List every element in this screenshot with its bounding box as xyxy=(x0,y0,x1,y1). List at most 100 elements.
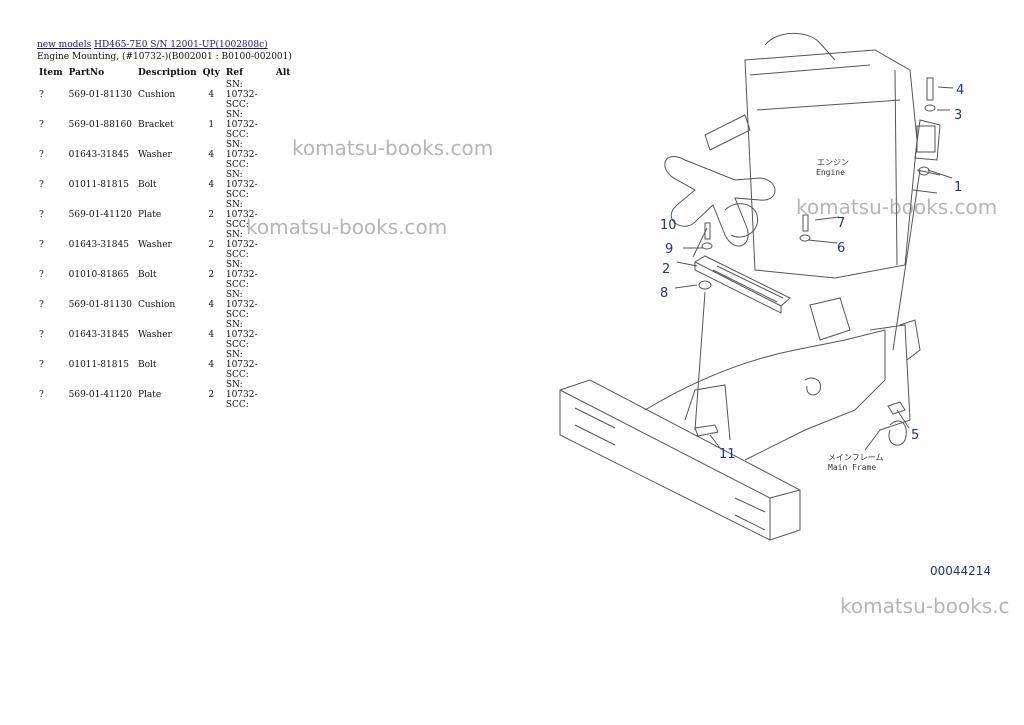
cell-ref: SN: 10732-SCC: xyxy=(225,320,258,350)
cell-description: Washer xyxy=(137,330,172,340)
table-row: ? 569-01-41120 Plate 2 SN: 10732-SCC: xyxy=(36,200,293,230)
cell-partno: 569-01-41120 xyxy=(68,210,132,220)
cell-partno: 569-01-88160 xyxy=(68,120,132,130)
parts-diagram: 4 3 1 7 6 10 9 2 8 11 5 エンジン Engine メインフ… xyxy=(559,32,990,578)
callout-2: 2 xyxy=(662,262,670,277)
cell-ref: SN: 10732-SCC: xyxy=(225,260,258,290)
table-row: ? 01643-31845 Washer 2 SN: 10732-SCC: xyxy=(36,230,293,260)
cell-item: ? xyxy=(39,90,44,100)
callout-10: 10 xyxy=(660,218,677,233)
col-header-qty: Qty xyxy=(202,68,220,78)
col-header-partno: PartNo xyxy=(68,68,105,78)
cell-qty: 2 xyxy=(208,210,215,220)
cell-alt xyxy=(273,380,294,410)
cell-alt xyxy=(273,200,294,230)
cell-alt xyxy=(273,170,294,200)
main-frame-drawing xyxy=(559,297,921,541)
cell-item: ? xyxy=(39,240,44,250)
callout-5: 5 xyxy=(911,428,919,443)
callout-1: 1 xyxy=(954,180,962,195)
callout-6: 6 xyxy=(837,241,845,256)
cell-qty: 4 xyxy=(208,300,215,310)
cell-item: ? xyxy=(39,300,44,310)
watermark: komatsu-books.com xyxy=(292,136,494,160)
table-header-row: Item PartNo Description Qty Ref Alt xyxy=(36,66,293,80)
cell-alt xyxy=(273,80,294,110)
cell-qty: 2 xyxy=(208,390,215,400)
cell-item: ? xyxy=(39,360,44,370)
breadcrumb-link-new-models[interactable]: new models xyxy=(37,40,92,50)
callout-11: 11 xyxy=(719,447,736,462)
cell-qty: 1 xyxy=(208,120,215,130)
cell-qty: 4 xyxy=(208,150,215,160)
cell-description: Bolt xyxy=(137,270,157,280)
col-header-item: Item xyxy=(39,68,63,78)
cell-description: Cushion xyxy=(137,90,176,100)
cell-description: Plate xyxy=(137,210,162,220)
callout-3: 3 xyxy=(954,108,962,123)
cell-item: ? xyxy=(39,120,44,130)
col-header-ref: Ref xyxy=(225,68,243,78)
cell-partno: 01643-31845 xyxy=(68,330,129,340)
hardware-drawing xyxy=(694,77,936,437)
figure-number: 00044214 xyxy=(930,564,990,578)
cell-ref: SN: 10732-SCC: xyxy=(225,200,258,230)
cell-alt xyxy=(273,140,294,170)
cell-description: Bolt xyxy=(137,360,157,370)
breadcrumb: new models HD465-7E0 S/N 12001-UP(100280… xyxy=(37,40,268,50)
breadcrumb-link-model[interactable]: HD465-7E0 S/N 12001-UP(1002808c) xyxy=(94,40,268,50)
page-title: Engine Mounting, (#10732-)(B002001 : B01… xyxy=(37,52,292,62)
cell-alt xyxy=(273,350,294,380)
watermark: komatsu-books.c xyxy=(840,594,1010,618)
col-header-alt: Alt xyxy=(275,68,291,78)
frame-label-jp: メインフレーム xyxy=(828,453,884,462)
cell-description: Bracket xyxy=(137,120,174,130)
engine-label-jp: エンジン xyxy=(817,158,849,167)
callout-8: 8 xyxy=(660,286,668,301)
cell-description: Washer xyxy=(137,150,172,160)
parts-table: Item PartNo Description Qty Ref Alt ? 569… xyxy=(36,66,293,410)
callout-4: 4 xyxy=(956,83,964,98)
callout-9: 9 xyxy=(665,242,673,257)
cell-partno: 01643-31845 xyxy=(68,240,129,250)
cell-qty: 4 xyxy=(208,90,215,100)
cell-partno: 01011-81815 xyxy=(68,360,129,370)
table-row: ? 569-01-81130 Cushion 4 SN: 10732-SCC: xyxy=(36,80,293,110)
engine-label-en: Engine xyxy=(816,168,845,177)
cell-ref: SN: 10732-SCC: xyxy=(225,230,258,260)
cell-qty: 2 xyxy=(208,270,215,280)
cell-qty: 4 xyxy=(208,180,215,190)
engine-drawing xyxy=(664,32,941,279)
frame-label-en: Main Frame xyxy=(828,463,876,472)
cell-item: ? xyxy=(39,180,44,190)
cell-description: Cushion xyxy=(137,300,176,310)
cell-partno: 569-01-81130 xyxy=(68,300,132,310)
bracket-drawing xyxy=(693,255,791,314)
cell-item: ? xyxy=(39,390,44,400)
cell-item: ? xyxy=(39,330,44,340)
cell-ref: SN: 10732-SCC: xyxy=(225,170,258,200)
cell-ref: SN: 10732-SCC: xyxy=(225,350,258,380)
cell-description: Plate xyxy=(137,390,162,400)
cell-alt xyxy=(273,230,294,260)
cell-alt xyxy=(273,290,294,320)
cell-partno: 01643-31845 xyxy=(68,150,129,160)
cell-description: Washer xyxy=(137,240,172,250)
leader-lines xyxy=(674,86,954,449)
cell-alt xyxy=(273,110,294,140)
callout-7: 7 xyxy=(837,216,845,231)
col-header-description: Description xyxy=(137,68,197,78)
cell-item: ? xyxy=(39,210,44,220)
cell-qty: 2 xyxy=(208,240,215,250)
cell-partno: 01011-81815 xyxy=(68,180,129,190)
cell-partno: 569-01-81130 xyxy=(68,90,132,100)
cell-ref: SN: 10732-SCC: xyxy=(225,80,258,110)
